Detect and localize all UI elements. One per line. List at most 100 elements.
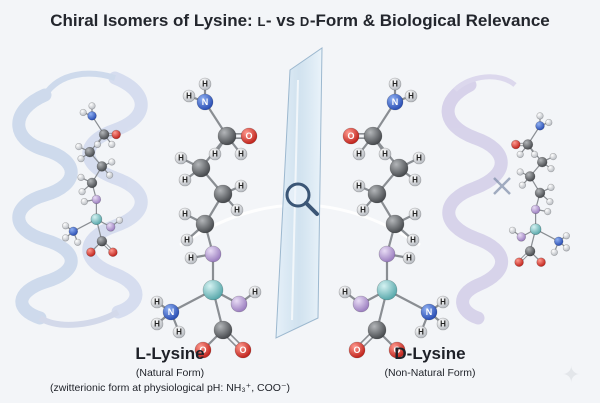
atom-label: H xyxy=(418,327,424,336)
hydrogen-atom xyxy=(547,183,555,191)
alpha-neighbor-carbon-atom xyxy=(204,245,222,263)
atom-label: H xyxy=(408,91,414,100)
hydrogen-atom xyxy=(530,150,539,158)
carbon-atom xyxy=(217,126,237,146)
hydrogen-atom: H xyxy=(150,295,164,309)
nitrogen-atom xyxy=(68,226,79,237)
l-lysine-caption: L-Lysine (Natural Form) (zwitterionic fo… xyxy=(20,344,320,394)
hydrogen-atom xyxy=(78,188,86,196)
atom-label: H xyxy=(154,297,160,306)
atom-label: H xyxy=(382,149,388,158)
atom-label: H xyxy=(238,149,244,158)
nitrogen-atom: N xyxy=(386,93,404,111)
hydrogen-atom xyxy=(546,198,554,206)
atom-label: H xyxy=(178,153,184,162)
hydrogen-atom xyxy=(77,155,85,163)
oxygen-atom xyxy=(86,247,96,257)
carbon-atom xyxy=(96,161,108,172)
atom-label: N xyxy=(202,97,209,107)
carbon-atom xyxy=(84,146,96,158)
hydrogen-atom: H xyxy=(402,251,416,265)
l-lysine-note: (zwitterionic form at physiological pH: … xyxy=(49,382,290,394)
chiral-carbon-atom xyxy=(376,279,398,301)
atom-label: H xyxy=(182,175,188,184)
carbon-atom xyxy=(213,184,233,204)
nitrogen-atom: N xyxy=(162,303,180,321)
hydrogen-atom: H xyxy=(408,207,422,221)
alpha-neighbor-carbon-atom xyxy=(352,295,370,313)
hydrogen-atom xyxy=(93,140,102,148)
hydrogen-atom xyxy=(545,118,553,127)
oxygen-atom: O xyxy=(348,341,366,359)
l-lysine-name: L-Lysine xyxy=(135,344,205,363)
atom-label: N xyxy=(392,97,399,107)
d-lysine-name: D-Lysine xyxy=(394,344,466,363)
hydrogen-atom xyxy=(74,238,82,246)
d-lysine-caption: D-Lysine (Non-Natural Form) xyxy=(345,344,515,379)
hydrogen-atom xyxy=(108,158,116,166)
hydrogen-atom xyxy=(61,222,70,230)
atom-label: H xyxy=(440,297,446,306)
atom-label: H xyxy=(412,209,418,218)
alpha-neighbor-carbon-atom xyxy=(378,245,396,263)
atom-label: H xyxy=(252,287,258,296)
carbon-atom xyxy=(385,214,405,234)
hydrogen-atom xyxy=(115,216,124,224)
hydrogen-atom: H xyxy=(352,147,366,161)
oxygen-atom xyxy=(108,247,118,257)
nitrogen-atom: N xyxy=(420,303,438,321)
atom-label: H xyxy=(392,79,398,88)
hydrogen-atom xyxy=(544,208,552,216)
protein-helix-right xyxy=(441,74,517,325)
carbon-atom xyxy=(96,235,108,247)
protein-helix-left xyxy=(12,70,148,328)
hydrogen-atom xyxy=(536,112,544,120)
atom-label: H xyxy=(238,181,244,190)
hydrogen-atom xyxy=(108,140,116,148)
hydrogen-atom xyxy=(547,165,555,173)
oxygen-atom: O xyxy=(342,127,360,145)
hydrogen-atom: H xyxy=(388,77,402,91)
carbon-atom xyxy=(534,187,546,199)
atom-label: O xyxy=(245,131,252,141)
page-title: Chiral Isomers of Lysine: L- vs D-Form &… xyxy=(50,11,550,30)
atom-label: H xyxy=(440,319,446,328)
atom-label: H xyxy=(184,235,190,244)
d-lysine-subtitle: (Non-Natural Form) xyxy=(384,367,476,379)
atom-label: H xyxy=(154,319,160,328)
oxygen-atom xyxy=(536,257,546,267)
atom-label: N xyxy=(426,307,433,317)
hydrogen-atom: H xyxy=(178,207,192,221)
oxygen-atom: O xyxy=(240,127,258,145)
atom-label: H xyxy=(342,287,348,296)
carbon-atom xyxy=(367,184,387,204)
hydrogen-atom: H xyxy=(406,233,420,247)
hydrogen-atom: H xyxy=(414,325,428,339)
carbon-atom xyxy=(191,158,211,178)
hydrogen-atom: H xyxy=(378,147,392,161)
hydrogen-atom xyxy=(516,150,524,158)
carbon-atom xyxy=(522,139,534,150)
oxygen-atom: O xyxy=(234,341,252,359)
carbon-atom xyxy=(98,129,110,140)
hydrogen-atom: H xyxy=(338,285,352,299)
hydrogen-atom: H xyxy=(230,203,244,217)
hydrogen-atom: H xyxy=(234,179,248,193)
atom-label: H xyxy=(212,149,218,158)
hydrogen-atom: H xyxy=(184,251,198,265)
atom-label: O xyxy=(239,345,246,355)
hydrogen-atom: H xyxy=(182,89,196,103)
carbon-atom xyxy=(536,156,548,168)
hydrogen-atom: H xyxy=(436,295,450,309)
hydrogen-atom: H xyxy=(178,173,192,187)
carbon-atom xyxy=(213,320,233,340)
hydrogen-atom xyxy=(518,181,527,189)
oxygen-atom xyxy=(511,139,521,150)
l-lysine-in-protein-molecule xyxy=(61,102,124,257)
alpha-neighbor-carbon-atom xyxy=(516,232,526,242)
alpha-neighbor-carbon-atom xyxy=(530,204,541,215)
alpha-neighbor-carbon-atom xyxy=(230,295,248,313)
atom-label: H xyxy=(176,327,182,336)
hydrogen-atom xyxy=(75,143,83,151)
